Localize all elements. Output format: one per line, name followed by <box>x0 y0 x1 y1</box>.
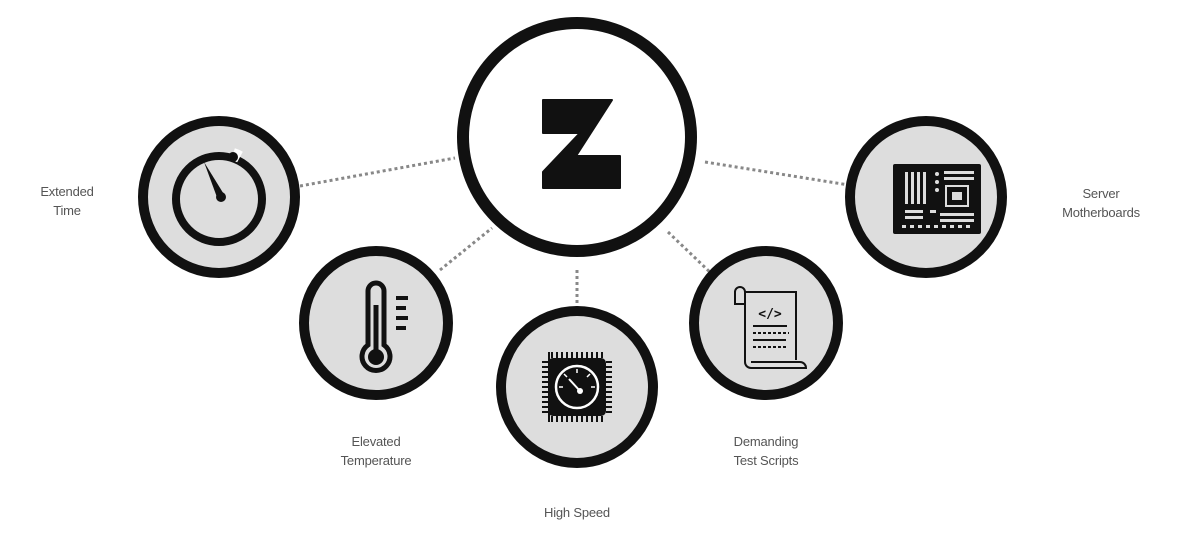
node-demanding-test-scripts: </> <box>689 246 843 400</box>
script-code-icon: </> <box>734 286 808 369</box>
connector-server-motherboards <box>704 160 856 188</box>
timer-icon <box>172 148 266 246</box>
connector-demanding-test-scripts <box>666 230 716 278</box>
label-line: Temperature <box>340 453 412 468</box>
node-extended-time <box>138 116 300 278</box>
connector-extended-time <box>299 156 456 188</box>
label-line: Time <box>53 203 81 218</box>
label-line: Motherboards <box>1062 205 1140 220</box>
node-high-speed <box>496 306 658 468</box>
node-elevated-temperature <box>299 246 453 400</box>
label-line: Extended <box>40 184 94 199</box>
label-line: Elevated <box>351 434 401 449</box>
label-high-speed: High Speed <box>527 503 627 522</box>
motherboard-icon <box>893 164 981 234</box>
label-demanding-test-scripts: Demanding Test Scripts <box>711 432 821 470</box>
label-line: High Speed <box>544 505 610 520</box>
label-elevated-temperature: Elevated Temperature <box>326 432 426 470</box>
label-line: Test Scripts <box>733 453 799 468</box>
label-line: Server <box>1082 186 1120 201</box>
cpu-speedometer-icon <box>542 352 612 422</box>
connectors <box>299 156 856 312</box>
label-line: Demanding <box>733 434 799 449</box>
center-node <box>457 17 697 257</box>
label-extended-time: Extended Time <box>22 182 112 220</box>
svg-text:</>: </> <box>758 307 782 322</box>
thermometer-icon <box>359 280 408 373</box>
z-logo-icon <box>542 99 621 189</box>
connector-elevated-temperature <box>439 226 493 272</box>
label-server-motherboards: Server Motherboards <box>1046 184 1156 222</box>
node-server-motherboards <box>845 116 1007 278</box>
